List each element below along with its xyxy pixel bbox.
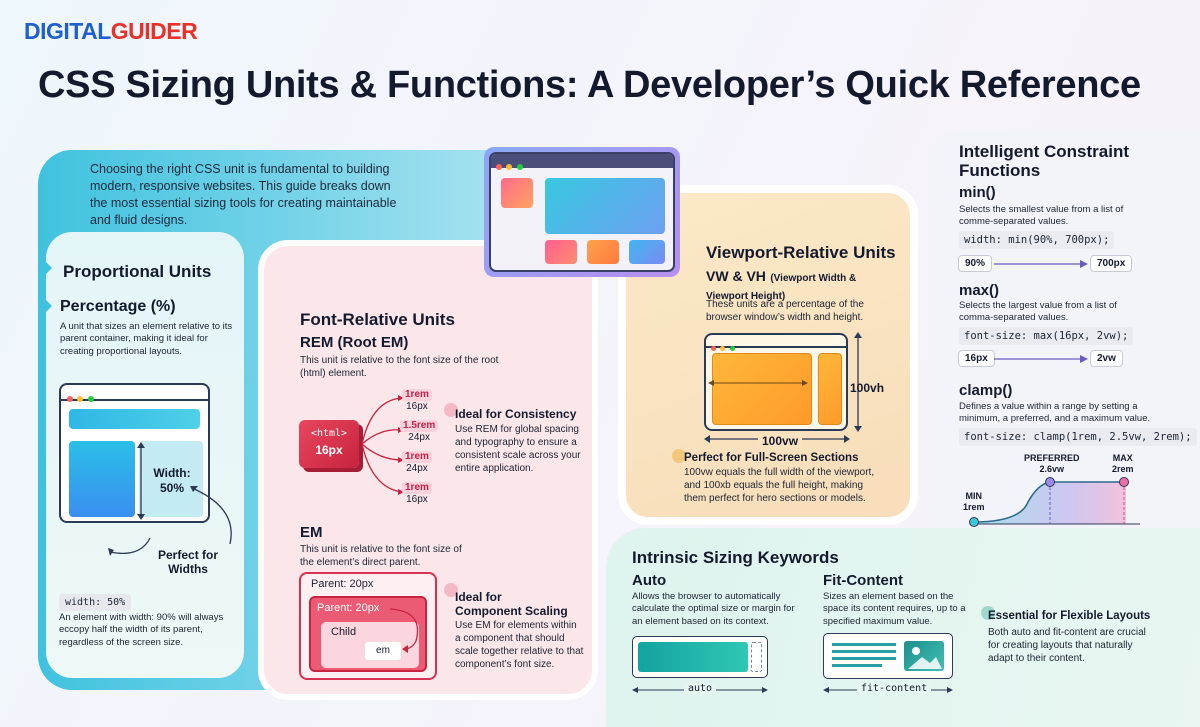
full-screen-desc: 100vw equals the full width of the viewp… — [684, 467, 875, 504]
scaling-bullet-icon — [444, 583, 458, 597]
rem-branch-arrows-icon — [361, 395, 404, 495]
consistency-title: Ideal for Consistency — [455, 407, 577, 421]
full-screen-title: Perfect for Full-Screen Sections — [684, 452, 859, 464]
em-title: EM — [300, 524, 323, 541]
fit-content-title: Fit-Content — [823, 572, 903, 589]
auto-desc: Allows the browser to automatically calc… — [632, 591, 795, 627]
em-parent-inner: Parent: 20px Child em — [309, 596, 427, 672]
width-code-snippet: width: 50% — [59, 592, 132, 611]
flexible-bullet-icon — [981, 606, 995, 620]
vw-label: 100vw — [758, 434, 803, 448]
intrinsic-heading: Intrinsic Sizing Keywords — [632, 548, 839, 567]
consistency-desc: Use REM for global spacing and typograph… — [455, 424, 581, 474]
em-parent-outer: Parent: 20px Parent: 20px Child em — [299, 572, 437, 680]
proportional-heading: Proportional Units — [63, 262, 212, 281]
section-arrow-icons — [44, 260, 52, 314]
percentage-window-illustration — [59, 383, 210, 523]
viewport-heading: Viewport-Relative Units — [706, 243, 896, 262]
auto-box-illustration — [632, 636, 768, 678]
flexible-desc: Both auto and fit-content are crucial fo… — [988, 627, 1146, 664]
inner-width-arrow-icon — [708, 380, 808, 386]
min-desc: Selects the smallest value from a list o… — [959, 204, 1124, 228]
full-screen-bullet-icon — [672, 449, 686, 463]
max-value-b: 2vw — [1090, 350, 1123, 367]
scaling-desc: Use EM for elements within a component t… — [455, 620, 584, 670]
clamp-curve-graph — [969, 477, 1140, 527]
viewport-desc: These units are a percentage of the brow… — [706, 299, 864, 323]
max-title: max() — [959, 282, 1000, 299]
font-relative-heading: Font-Relative Units — [300, 310, 455, 329]
flexible-title: Essential for Flexible Layouts — [988, 610, 1151, 622]
percentage-title: Percentage (%) — [60, 298, 176, 315]
clamp-title: clamp() — [959, 382, 1013, 399]
min-title: min() — [959, 184, 996, 201]
vw-vh-title: VW & VH (Viewport Width & Viewport Heigh… — [706, 268, 857, 303]
rem-desc: This unit is relative to the font size o… — [300, 355, 499, 379]
min-value-b: 700px — [1090, 255, 1133, 272]
consistency-bullet-icon — [444, 403, 458, 417]
vh-arrow-icon — [854, 332, 862, 432]
em-desc: This unit is relative to the font size o… — [300, 544, 462, 568]
image-icon — [904, 641, 944, 671]
logo-part-guider: GUIDER — [110, 18, 198, 44]
clamp-desc: Defines a value within a range by settin… — [959, 401, 1151, 425]
brand-logo: DIGITALGUIDER — [24, 18, 198, 45]
fit-content-label: fit-content — [857, 683, 932, 694]
em-child-box: Child em — [321, 622, 419, 668]
height-arrow-icon — [137, 442, 145, 520]
perfect-for-widths-label: Perfect for Widths — [158, 548, 219, 577]
auto-label: auto — [684, 683, 717, 694]
min-arrow-icon — [994, 260, 1088, 268]
curved-arrow-icon — [108, 486, 232, 556]
max-code: font-size: max(16px, 2vw); — [959, 326, 1134, 345]
viewport-window-illustration — [704, 333, 848, 431]
clamp-code: font-size: clamp(1rem, 2.5vw, 2rem); — [959, 427, 1197, 446]
rem-title: REM (Root EM) — [300, 334, 409, 351]
min-value-a: 90% — [958, 255, 993, 272]
fit-content-desc: Sizes an element based on the space its … — [823, 591, 966, 627]
scaling-title: Ideal for Component Scaling — [455, 590, 568, 619]
vh-label: 100vh — [850, 381, 885, 395]
browser-illustration — [484, 147, 680, 277]
percentage-note: An element with width: 90% will always e… — [59, 612, 224, 648]
html-root-block: <html> 16px — [299, 420, 359, 468]
fit-content-box-illustration — [823, 633, 953, 679]
max-desc: Selects the largest value from a list of… — [959, 300, 1117, 324]
min-code: width: min(90%, 700px); — [959, 230, 1115, 249]
logo-part-digital: DIGITAL — [24, 18, 111, 44]
em-curve-arrow-icon — [389, 608, 419, 653]
max-value-a: 16px — [958, 350, 995, 367]
percentage-desc: A unit that sizes an element relative to… — [60, 321, 233, 357]
width-label: Width: 50% — [153, 466, 191, 495]
intro-text: Choosing the right CSS unit is fundament… — [90, 162, 397, 227]
auto-title: Auto — [632, 572, 667, 589]
max-arrow-icon — [994, 355, 1088, 363]
constraint-heading: Intelligent Constraint Functions — [959, 142, 1129, 180]
page-title: CSS Sizing Units & Functions: A Develope… — [38, 64, 1141, 106]
